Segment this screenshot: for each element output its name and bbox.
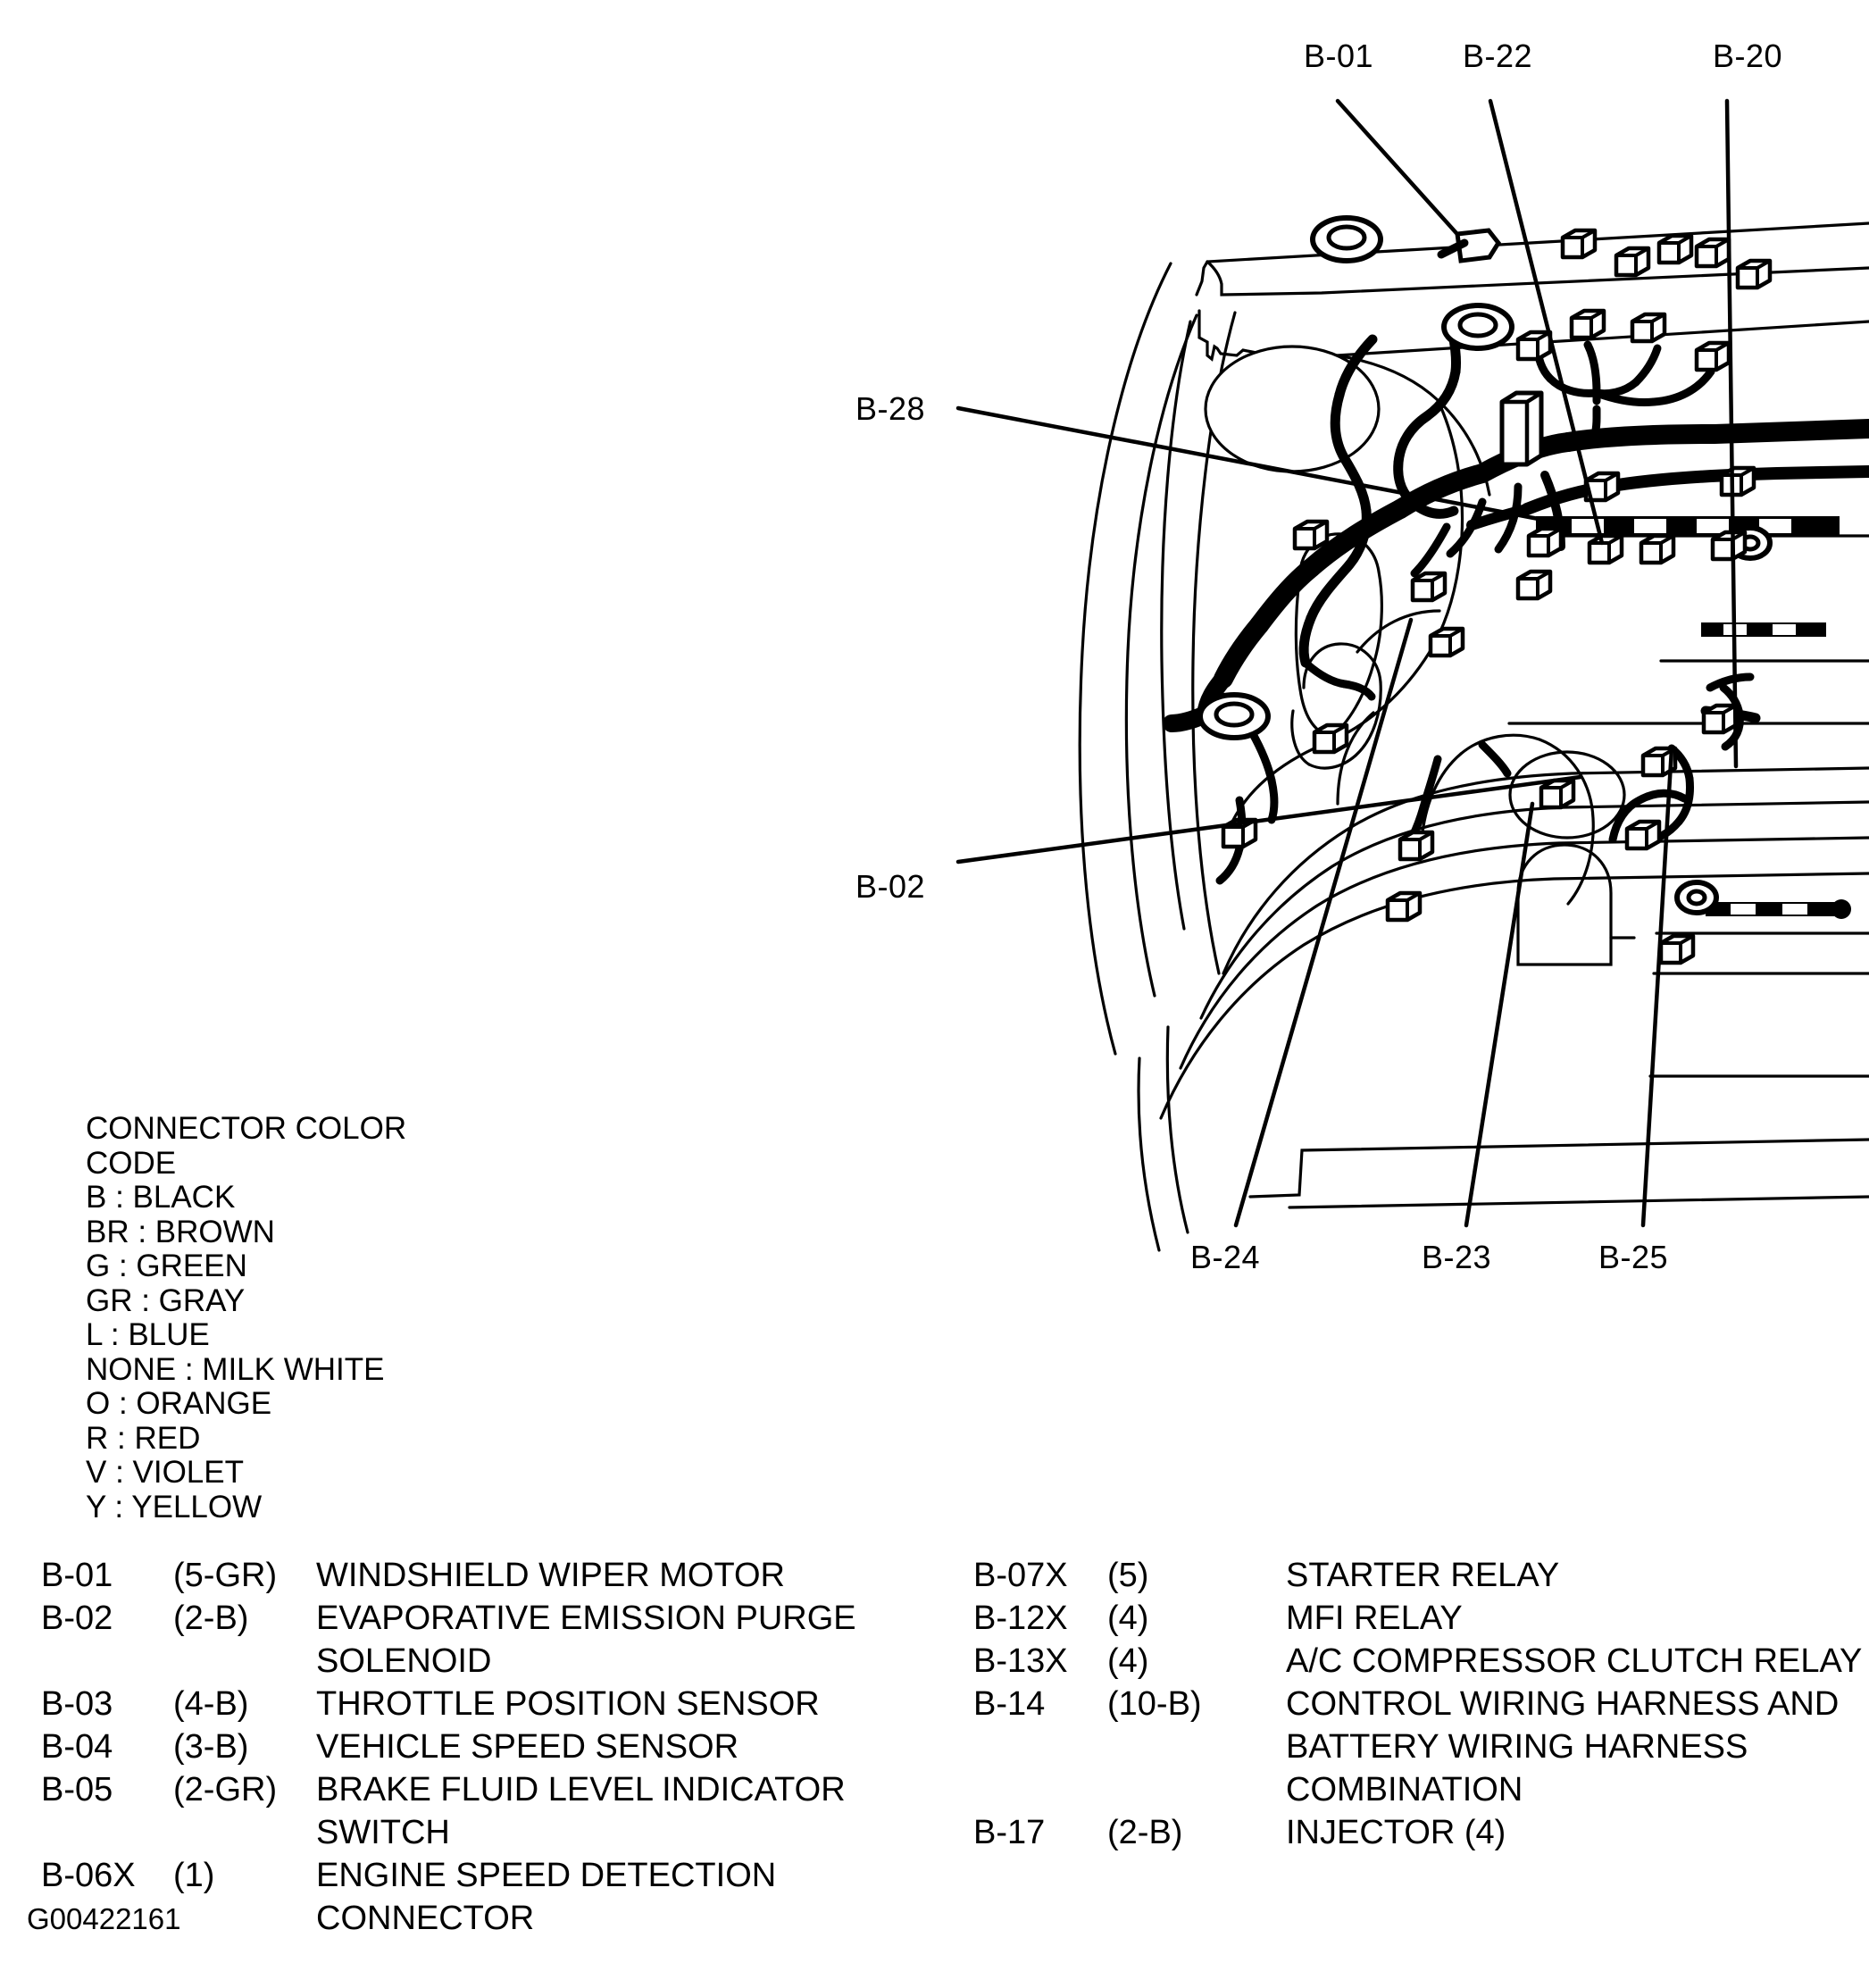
callout-b-22: B-22 [1463,38,1533,74]
connector-row-continuation: SWITCH [41,1811,934,1854]
color-code-entry-violet: V : VIOLET [86,1455,244,1490]
connector-pins: (2-B) [1107,1814,1183,1851]
connector-desc: CONTROL WIRING HARNESS AND [1286,1685,1840,1723]
callout-b-23: B-23 [1422,1239,1492,1275]
figure-reference-code: G00422161 [27,1902,181,1935]
connector-desc: CONNECTOR [316,1900,535,1937]
callout-leader-lines [955,98,1739,1228]
connector-color-code-legend: CONNECTOR COLOR CODE B : BLACK BR : BROW… [86,1111,407,1524]
connector-id: B-07X [973,1557,1068,1594]
connector-desc: BATTERY WIRING HARNESS [1286,1728,1748,1766]
color-code-entry-blue: L : BLUE [86,1317,210,1352]
connector-pins: (5) [1107,1557,1149,1594]
connector-row: B-03 (4-B) THROTTLE POSITION SENSOR [41,1683,934,1725]
color-code-entry-orange: O : ORANGE [86,1386,272,1421]
connector-id: B-12X [973,1600,1068,1637]
connector-id: B-05 [41,1771,113,1808]
connector-pins: (2-GR) [173,1771,278,1808]
connector-row-continuation: COMBINATION [973,1768,1866,1811]
connector-id: B-13X [973,1642,1068,1680]
connector-row: B-02 (2-B) EVAPORATIVE EMISSION PURGE [41,1597,934,1640]
connector-id: B-17 [973,1814,1046,1851]
connector-id: B-01 [41,1557,113,1594]
body-outline [1078,221,1869,1252]
connector-desc: INJECTOR (4) [1286,1814,1506,1851]
color-code-title-line-1: CONNECTOR COLOR [86,1111,407,1146]
connector-list-right: B-07X (5) STARTER RELAY B-12X (4) MFI RE… [973,1554,1866,1854]
connector-pins: (1) [173,1857,215,1894]
callout-b-24: B-24 [1190,1239,1261,1275]
color-code-entry-green: G : GREEN [86,1249,247,1283]
callout-b-28: B-28 [855,390,926,427]
connector-pins: (4-B) [173,1685,249,1723]
connector-pins: (4) [1107,1642,1149,1680]
connector-desc: BRAKE FLUID LEVEL INDICATOR [316,1771,846,1808]
connector-row-continuation: SOLENOID [41,1640,934,1683]
connector-row: B-07X (5) STARTER RELAY [973,1554,1866,1597]
connector-row-continuation: BATTERY WIRING HARNESS [973,1725,1866,1768]
connector-row: B-12X (4) MFI RELAY [973,1597,1866,1640]
wiring-harness-drawing [955,98,1869,1252]
callout-b-02: B-02 [855,868,926,905]
connector-desc: THROTTLE POSITION SENSOR [316,1685,820,1723]
connector-row: B-01 (5-GR) WINDSHIELD WIPER MOTOR [41,1554,934,1597]
color-code-entry-brown: BR : BROWN [86,1214,275,1249]
connector-pins: (10-B) [1107,1685,1202,1723]
connector-desc: STARTER RELAY [1286,1557,1560,1594]
callout-b-01: B-01 [1304,38,1374,74]
connector-row: B-13X (4) A/C COMPRESSOR CLUTCH RELAY [973,1640,1866,1683]
color-code-entry-red: R : RED [86,1420,201,1456]
connector-desc: SWITCH [316,1814,450,1851]
connector-desc: EVAPORATIVE EMISSION PURGE [316,1600,856,1637]
taped-harness-bundles [1536,516,1851,919]
color-code-entry-black: B : BLACK [86,1180,236,1215]
color-code-entry-yellow: Y : YELLOW [86,1489,263,1524]
connector-id: B-03 [41,1685,113,1723]
color-code-entry-gray: GR : GRAY [86,1282,246,1318]
connector-list-left: B-01 (5-GR) WINDSHIELD WIPER MOTOR B-02 … [41,1554,934,1940]
connector-pins: (5-GR) [173,1557,278,1594]
connector-desc: ENGINE SPEED DETECTION [316,1857,777,1894]
engine-compartment-illustration [955,98,1869,1252]
connector-row-continuation: CONNECTOR [41,1897,934,1940]
connector-id: B-02 [41,1600,113,1637]
connector-pins: (3-B) [173,1728,249,1766]
color-code-entry-milk-white: NONE : MILK WHITE [86,1351,385,1387]
connector-id: B-04 [41,1728,113,1766]
callout-b-25: B-25 [1598,1239,1669,1275]
connector-pins: (2-B) [173,1600,249,1637]
connector-desc: COMBINATION [1286,1771,1523,1808]
connector-pins: (4) [1107,1600,1149,1637]
connector-desc: WINDSHIELD WIPER MOTOR [316,1557,785,1594]
connector-desc: SOLENOID [316,1642,492,1680]
callout-b-20: B-20 [1713,38,1783,74]
connector-row: B-06X (1) ENGINE SPEED DETECTION [41,1854,934,1897]
color-code-title-line-2: CODE [86,1145,177,1181]
connector-id: B-14 [973,1685,1046,1723]
connector-desc: MFI RELAY [1286,1600,1463,1637]
connector-row: B-04 (3-B) VEHICLE SPEED SENSOR [41,1725,934,1768]
connector-row: B-14 (10-B) CONTROL WIRING HARNESS AND [973,1683,1866,1725]
connector-row: B-17 (2-B) INJECTOR (4) [973,1811,1866,1854]
connector-id: B-06X [41,1857,136,1894]
connector-desc: VEHICLE SPEED SENSOR [316,1728,739,1766]
connector-desc: A/C COMPRESSOR CLUTCH RELAY [1286,1642,1863,1680]
harness-grommets [1200,218,1626,839]
connector-row: B-05 (2-GR) BRAKE FLUID LEVEL INDICATOR [41,1768,934,1811]
